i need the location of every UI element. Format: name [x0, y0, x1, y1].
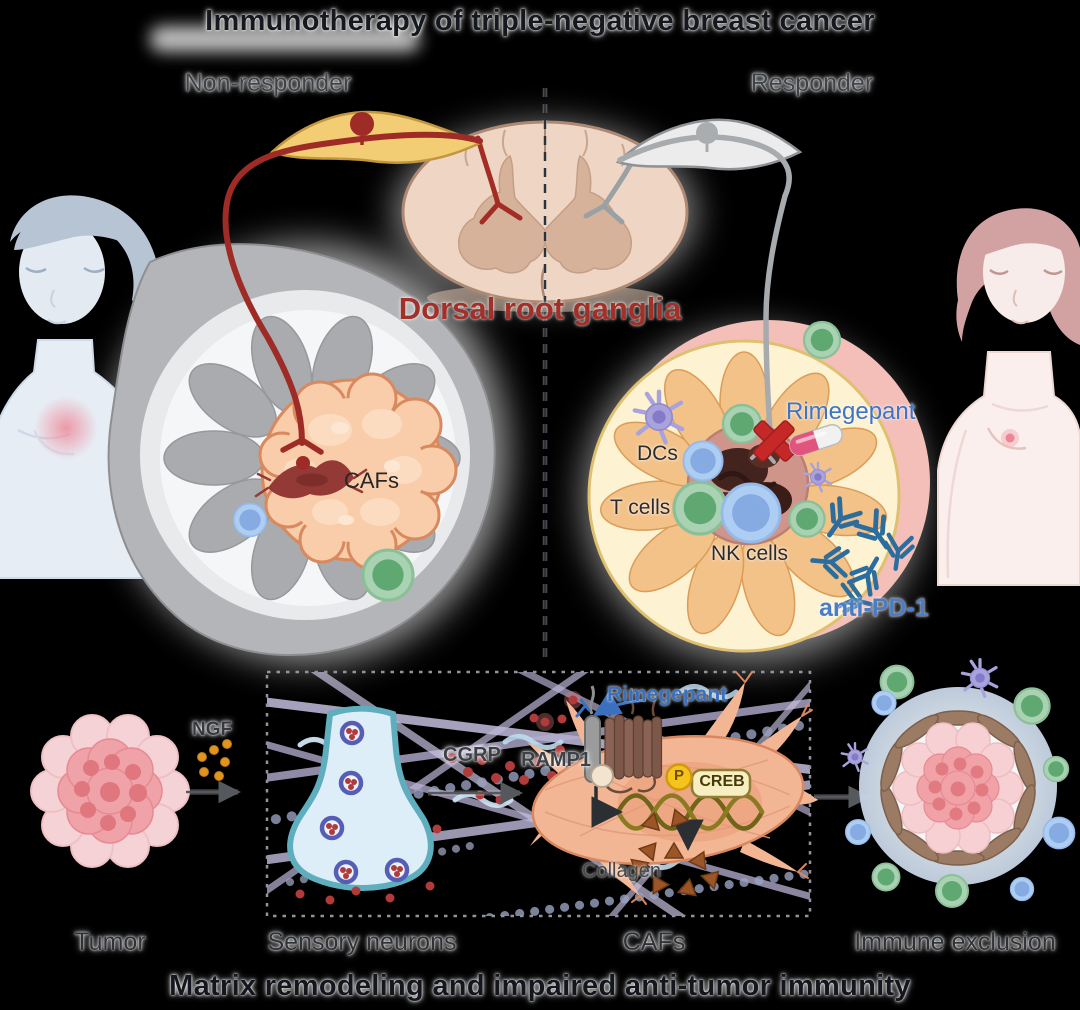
creb-signaling [665, 763, 752, 799]
non-responder-label: Non-responder [184, 69, 352, 97]
immune-exclusion-label: Immune exclusion [854, 928, 1056, 956]
nk-cells-label: NK cells [711, 542, 789, 565]
responder-breast-illustration [587, 195, 930, 653]
neuron-soma [696, 122, 718, 144]
red-x-blocked-icon [753, 420, 795, 462]
synaptic-vesicle-icon [341, 773, 361, 793]
sensory-neuron-terminal [287, 705, 434, 891]
phospho-label: P [673, 767, 685, 784]
responder-label: Responder [750, 69, 874, 97]
immune-cell-green [361, 548, 415, 602]
caf-rim-cells [880, 710, 1036, 866]
responder-nerve [617, 122, 792, 199]
ngf-label: NGF [192, 719, 233, 740]
ligand-binding-pocket [590, 764, 614, 788]
tumor-lobules [284, 409, 422, 526]
closed-eyes-icon [25, 266, 105, 273]
t-cell-icon [721, 403, 763, 445]
synaptic-vesicle-icon [336, 862, 356, 882]
dcs-label: DCs [637, 442, 678, 465]
clr-transmembrane-bundle [604, 714, 663, 780]
nk-cell-icon [682, 440, 724, 482]
tumor-pain-glow [34, 396, 98, 460]
dorsal-root-ganglia-label: Dorsal root ganglia [398, 291, 682, 326]
responder-nerve-descending [763, 195, 788, 431]
right-drg-normal [615, 118, 803, 171]
pill-capsule-icon [789, 423, 843, 457]
t-cell-icon [802, 320, 842, 360]
tumor-label: Tumor [74, 928, 146, 956]
nonresponder-breast-illustration [107, 243, 496, 657]
bottom-tumor-illustration [30, 714, 190, 868]
t-cell-icon [788, 500, 826, 538]
creb-badge [690, 768, 752, 799]
nerve-ending-dot [296, 456, 310, 470]
ecm-dashed-box [265, 670, 812, 918]
sensory-neurons-label: Sensory neurons [267, 928, 457, 956]
creb-label: CREB [699, 773, 745, 790]
t-cell-icon [672, 480, 728, 536]
rimegepant-top-label: Rimegepant [786, 398, 916, 425]
cafs-top-label: CAFs [344, 468, 399, 493]
ngf-dots [197, 739, 232, 781]
nonresponder-nerve [222, 112, 483, 470]
neuron-soma [350, 112, 374, 136]
collagen-label: Collagen [582, 860, 661, 882]
caf-cell [254, 460, 368, 499]
t-cells-label: T cells [610, 496, 671, 519]
top-title: Immunotherapy of triple-negative breast … [205, 5, 875, 37]
rimegepant-arrow [592, 690, 647, 717]
ramp1-label: RAMP1 [521, 749, 592, 771]
synaptic-vesicle-icon [322, 818, 342, 838]
phospho-badge [665, 763, 693, 791]
right-patient-figure [937, 208, 1080, 586]
synaptic-vesicle-icon [387, 860, 407, 880]
cafs-bottom-label: CAFs [622, 928, 686, 956]
nk-cell-icon [720, 482, 782, 544]
rimegepant-bottom-label: Rimegepant [607, 683, 728, 706]
synaptic-vesicle-icon [342, 723, 362, 743]
tumor-mass [258, 372, 458, 571]
small-tumor-dot [1005, 433, 1015, 443]
rimegepant-blocker-icon [575, 698, 591, 718]
closed-eyes-icon [989, 268, 1063, 275]
ramp1-clr-receptor [575, 685, 663, 794]
anti-pd1-label: anti-PD-1 [819, 594, 929, 622]
immune-exclusion-illustration [840, 657, 1076, 909]
cgrp-label: CGRP [443, 744, 501, 766]
title-background-smear [150, 26, 420, 52]
bottom-title: Matrix remodeling and impaired anti-tumo… [169, 970, 911, 1002]
immune-cell-blue [232, 502, 268, 538]
transcription-arrow [591, 786, 623, 828]
